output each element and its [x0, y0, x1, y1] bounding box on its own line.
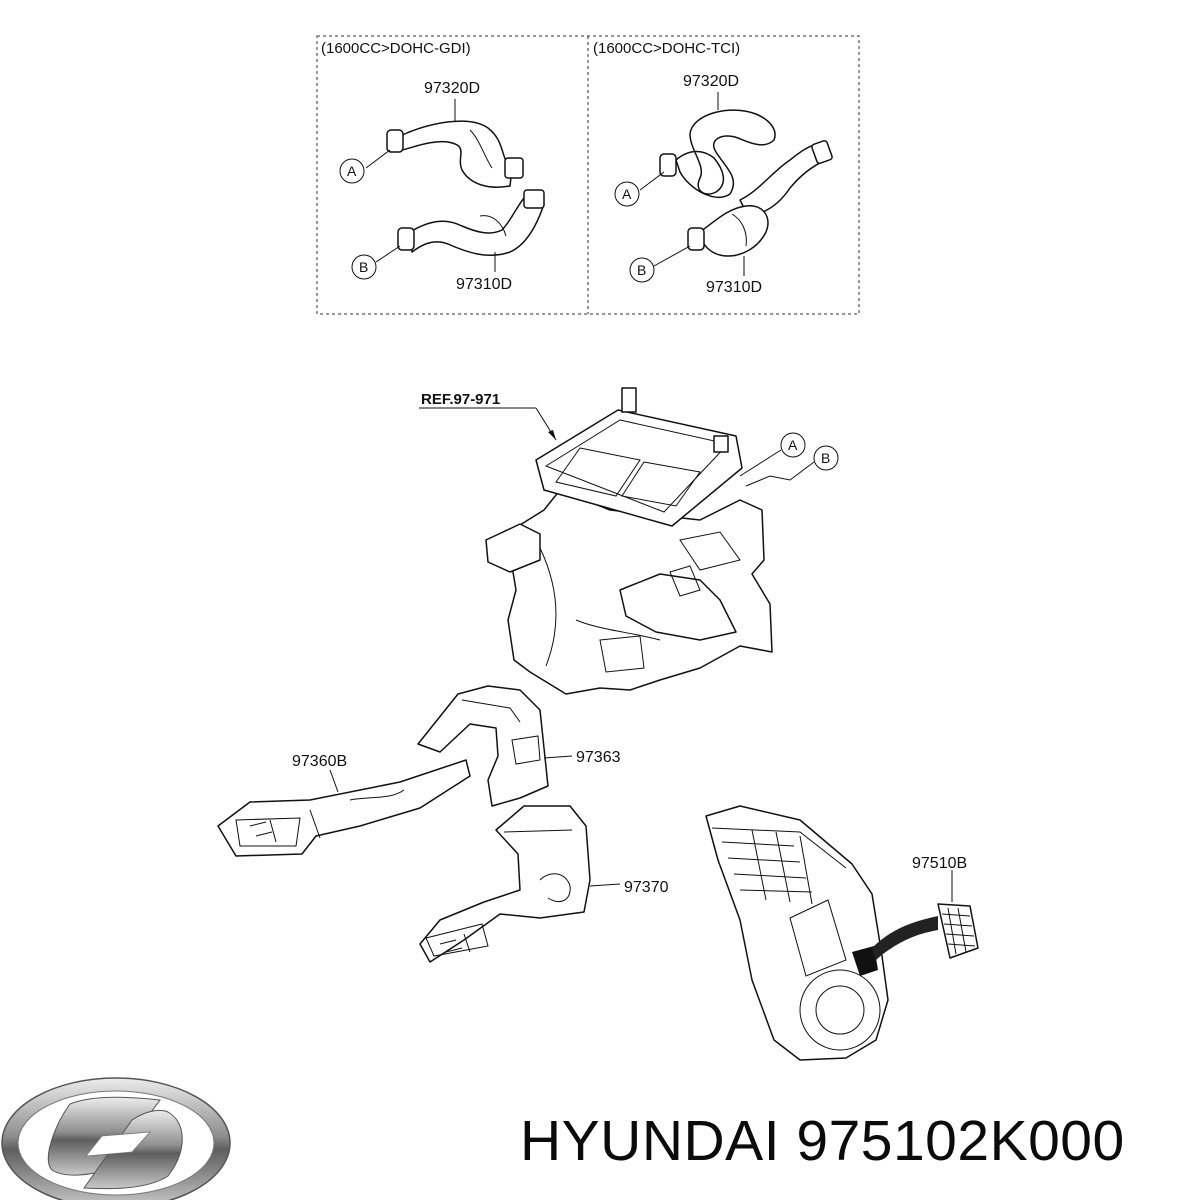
- tci-marker-b-text: B: [637, 262, 646, 278]
- right-panel-header: (1600CC>DOHC-TCI): [593, 40, 740, 57]
- gdi-marker-a: [339, 158, 365, 184]
- gdi-marker-a-leader: [365, 149, 391, 169]
- tci-lower-clamp: [687, 227, 705, 251]
- gdi-lower-clamp: [397, 227, 415, 251]
- gdi-marker-b-text: B: [359, 259, 368, 275]
- reference-label: REF.97-971: [421, 391, 500, 408]
- heater-marker-b: [813, 445, 839, 471]
- tci-upper-hose-label: 97320D: [683, 73, 739, 90]
- gdi-upper-hose-label: 97320D: [424, 80, 480, 97]
- tci-upper-hose: [675, 109, 776, 199]
- tci-pipe: [739, 143, 827, 217]
- tci-marker-b-leader: [653, 245, 691, 267]
- gdi-marker-a-text: A: [347, 163, 357, 179]
- car-rear-view: [705, 805, 938, 1061]
- tci-marker-b: [629, 257, 655, 283]
- car-rear-wheel-arch: [799, 969, 881, 1051]
- tci-upper-clamp: [659, 153, 677, 177]
- gdi-upper-end-clamp: [504, 157, 524, 179]
- car-rear-wheel: [815, 985, 865, 1035]
- brand-caption: HYUNDAI 975102K000: [520, 1109, 1125, 1173]
- vent-grille-97510b: 97510B: [912, 855, 979, 959]
- duct-left-label: 97360B: [292, 753, 347, 770]
- heater-marker-b-text: B: [821, 450, 830, 466]
- heater-unit-top-tray: [535, 409, 743, 527]
- duct-left-97360b: [217, 759, 471, 857]
- duct-rear-leader: [589, 883, 621, 887]
- heater-assembly: REF.97-971 A B: [419, 387, 839, 695]
- tci-lower-hose-label: 97310D: [706, 279, 762, 296]
- tci-panel: 97320D A B 97310D: [614, 73, 833, 296]
- heater-marker-a: [780, 432, 806, 458]
- car-body-outline: [705, 805, 889, 1061]
- vent-grille-label: 97510B: [912, 855, 967, 872]
- duct-assembly: 97363 97360B 97370: [217, 685, 669, 963]
- left-panel-header: (1600CC>DOHC-GDI): [321, 40, 471, 57]
- duct-rear-97370: [419, 805, 591, 963]
- duct-left-leader: [329, 769, 339, 793]
- heater-side-box: [485, 523, 541, 573]
- gdi-panel: 97320D A B 97310D: [339, 80, 545, 293]
- gdi-lower-hose-label: 97310D: [456, 276, 512, 293]
- gdi-marker-b-leader: [375, 245, 401, 263]
- gdi-upper-hose: [399, 120, 513, 188]
- gdi-lower-end-clamp: [523, 189, 545, 209]
- heater-marker-a-leader: [739, 449, 782, 477]
- tci-marker-a-text: A: [622, 186, 632, 202]
- duct-connector-label: 97363: [576, 749, 621, 766]
- car-vent-location: [852, 946, 878, 976]
- tci-lower-hose: [699, 205, 769, 257]
- heater-marker-b-leader: [745, 461, 815, 487]
- gdi-marker-b: [351, 254, 377, 280]
- duct-connector-leader: [543, 755, 573, 759]
- tci-marker-a-leader: [639, 171, 665, 191]
- heater-top-tab: [621, 387, 637, 413]
- heater-top-tab-right: [713, 435, 729, 453]
- car-vent-callout: [872, 916, 938, 960]
- inset-panels: (1600CC>DOHC-GDI) (1600CC>DOHC-TCI) 9732…: [316, 35, 860, 315]
- heater-motor-housing: [619, 573, 737, 641]
- tci-pipe-clamp: [811, 139, 833, 165]
- tci-marker-a: [614, 181, 640, 207]
- hyundai-logo: [1, 1077, 231, 1200]
- gdi-upper-clamp: [386, 129, 404, 153]
- duct-rear-label: 97370: [624, 879, 669, 896]
- reference-arrow: [548, 430, 556, 440]
- heater-marker-a-text: A: [788, 437, 798, 453]
- vent-grille-body: [937, 903, 979, 959]
